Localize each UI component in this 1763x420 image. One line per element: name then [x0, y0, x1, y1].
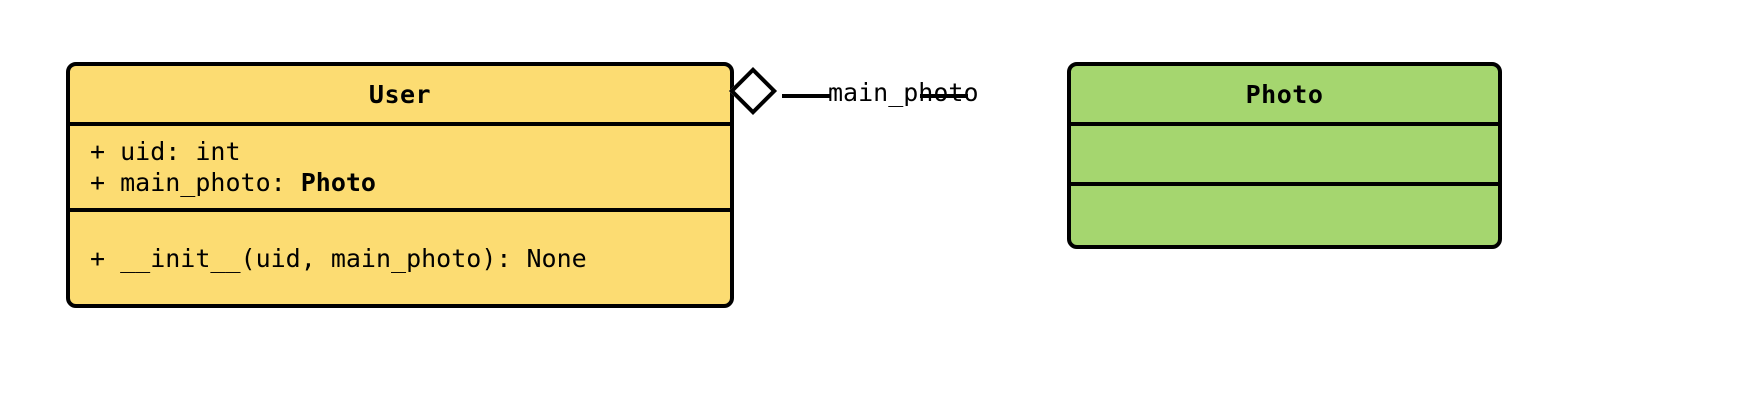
uml-method-init-text: + __init__(uid, main_photo): None	[90, 243, 587, 273]
uml-attribute-main-photo-text: + main_photo:	[90, 168, 301, 197]
uml-class-photo-name: Photo	[1245, 79, 1324, 109]
uml-class-photo-title-compartment: Photo	[1071, 66, 1498, 122]
uml-attribute-main-photo-type: Photo	[300, 168, 376, 197]
uml-class-user-title-compartment: User	[70, 66, 730, 122]
uml-class-user-name: User	[368, 79, 432, 109]
uml-attribute-uid: + uid: int	[70, 136, 730, 167]
uml-class-user[interactable]: User + uid: int + main_photo: Photo + __…	[66, 62, 734, 308]
uml-class-user-methods-compartment: + __init__(uid, main_photo): None	[70, 208, 730, 304]
aggregation-diamond-icon	[728, 66, 778, 116]
uml-class-photo[interactable]: Photo	[1067, 62, 1502, 249]
uml-class-photo-methods-compartment	[1071, 182, 1498, 245]
aggregation-relationship[interactable]: main_photo	[728, 60, 1075, 140]
aggregation-label: main_photo	[828, 78, 979, 107]
uml-class-photo-attributes-compartment	[1071, 122, 1498, 182]
uml-class-user-attributes-compartment: + uid: int + main_photo: Photo	[70, 122, 730, 208]
uml-attribute-main-photo: + main_photo: Photo	[70, 167, 730, 198]
edge-line-segment-right	[920, 94, 968, 98]
edge-line-segment-left	[782, 94, 830, 98]
uml-method-init: + __init__(uid, main_photo): None	[70, 243, 730, 274]
uml-attribute-uid-text: + uid: int	[90, 137, 241, 166]
